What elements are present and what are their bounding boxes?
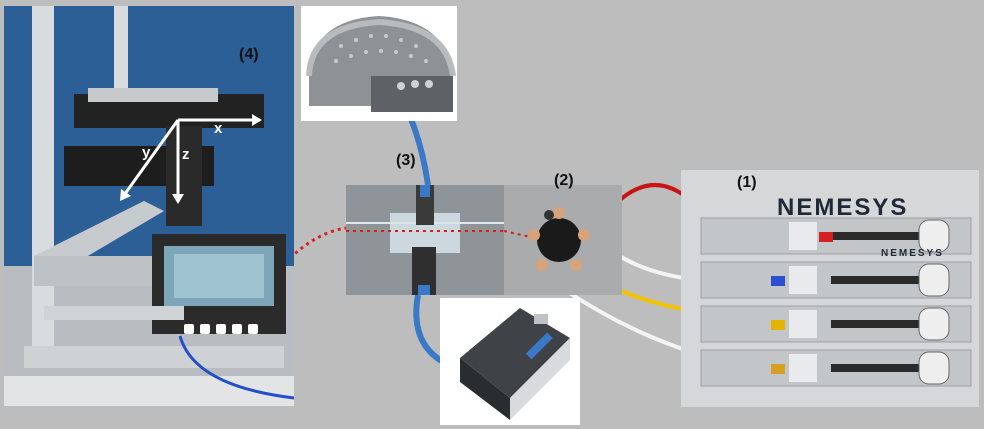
pumps-label: (1) (737, 174, 757, 191)
stage-label: (4) (239, 46, 259, 63)
laser-path-left (288, 226, 347, 260)
z-axis-label: z (182, 146, 190, 163)
pump-module-brand: NEMESYS (881, 248, 944, 259)
x-axis-label: x (214, 120, 223, 137)
xyz-stage-illustration (4, 6, 294, 406)
flow-cell-illustration (346, 185, 504, 295)
syringe-pumps-illustration (681, 170, 979, 407)
y-axis-label: y (142, 144, 151, 161)
mixer-illustration (504, 185, 622, 295)
mixer-label: (2) (554, 172, 574, 189)
flow-cell-photo (346, 185, 504, 295)
xyz-stage-photo: x y z (4) (4, 6, 294, 406)
syringe-pumps-photo: NEMESYS NEMESYS (1) (681, 170, 979, 407)
flow-cell-label: (3) (396, 152, 416, 169)
mixer-photo (504, 185, 622, 295)
spectrometer-illustration (440, 298, 580, 425)
pump-brand: NEMESYS (777, 194, 909, 221)
spectrometer-photo (440, 298, 580, 425)
light-source-photo (301, 6, 457, 121)
light-source-illustration (301, 6, 457, 121)
